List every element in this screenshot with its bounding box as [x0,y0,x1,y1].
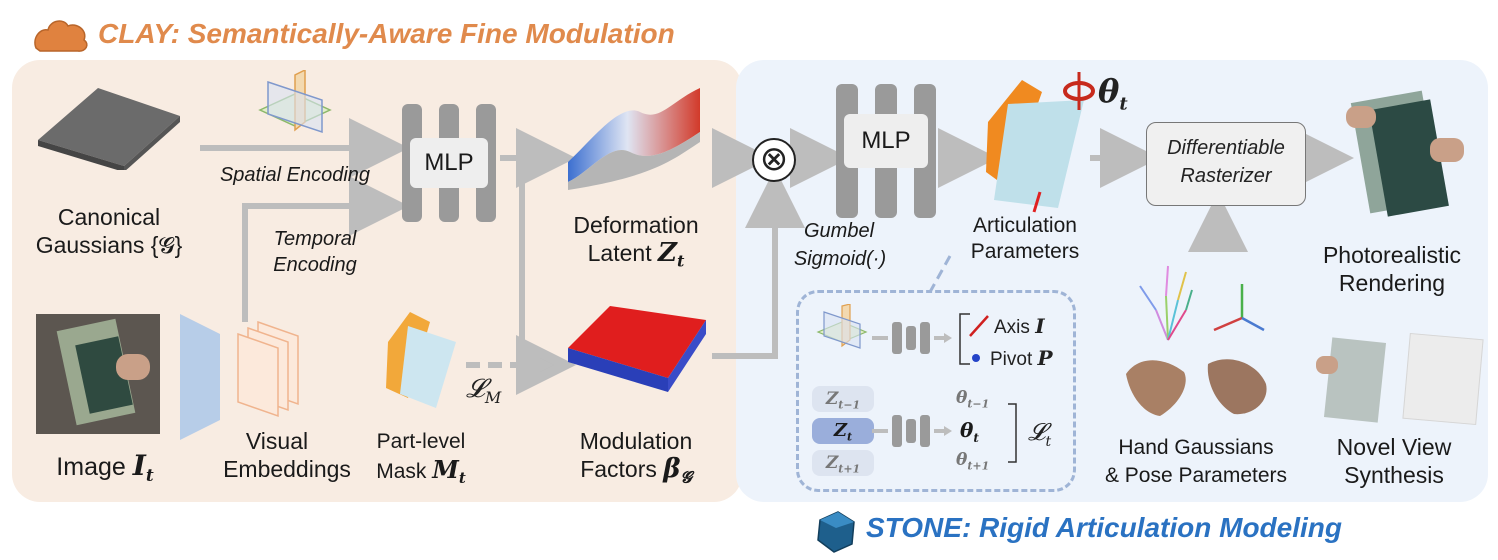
articulation-label-2: Parameters [970,240,1080,263]
stone-title: STONE: Rigid Articulation Modeling [866,512,1342,543]
loss-m-label: 𝓛M [466,374,502,408]
deformation-label-2: Latent Zt [587,238,685,271]
visual-embeddings-icon [237,320,299,418]
mlp-label-clay: MLP [410,138,488,188]
pivot-label: Pivot P [990,346,1053,370]
mlp-block-clay: MLP [402,104,496,222]
axis-label: Axis I [994,314,1045,338]
stone-logo-icon [817,511,855,553]
temporal-encoding-label-1: Temporal [273,228,357,250]
modulation-factors-image [568,306,706,392]
image-label: Image It [56,449,154,487]
novel-label-1: Novel View [1336,434,1452,460]
articulation-label-1: Articulation [973,214,1077,237]
hand-label-2: & Pose Parameters [1104,464,1288,487]
modulation-label-2: Factors β𝓖 [580,454,692,487]
loss-t-label: 𝓛t [1028,418,1052,450]
mask-label-1: Part-level [376,430,466,453]
inset-grid-icon [816,304,868,349]
inset-loss-bracket [1008,403,1017,463]
photorealistic-render-image [1346,82,1464,222]
spatial-grid-icon [258,70,332,134]
theta-next-label: θt+1 [956,450,990,473]
articulation-object-image [986,80,1084,213]
novel-label-2: Synthesis [1344,462,1444,488]
inset-mlp-2 [872,415,952,447]
visual-label-2: Embeddings [223,456,351,482]
z-next-token: Zt+1 [812,450,874,476]
spatial-encoding-label: Spatial Encoding [219,164,371,186]
part-mask-image [386,312,456,408]
novel-view-image-2 [1402,332,1484,426]
hand-skeleton-icon [1139,265,1265,341]
modulation-label-1: Modulation [579,428,693,454]
theta-t-label: θt [1098,72,1128,115]
pivot-dot-icon [972,354,980,362]
theta-current-label: θt [960,418,979,445]
hand-gaussians-image [1126,359,1267,416]
deformation-latent-image [568,88,700,190]
visual-label-1: Visual [245,428,309,454]
rasterizer-label-1: Differentiable [1167,137,1285,159]
mlp-block-stone: MLP [836,84,936,218]
gumbel-label-1: Gumbel [803,220,875,242]
image-encoder-icon [180,314,220,440]
input-image [36,314,160,434]
articulation-inset [796,290,1076,492]
z-current-token: Zt [812,418,874,444]
rasterizer-label-2: Rasterizer [1180,165,1272,187]
mlp-label-stone: MLP [844,114,928,168]
clay-title: CLAY: Semantically-Aware Fine Modulation [98,18,675,49]
canonical-label-1: Canonical [57,204,161,230]
mask-label-2: Mask Mt [376,455,466,488]
novel-view-image-1 [1316,336,1396,426]
rotation-arrow-icon [1063,72,1095,110]
inset-mlp-1 [872,322,952,354]
multiply-operator: ⊗ [752,138,796,182]
photo-label-2: Rendering [1338,270,1446,296]
axis-arrow-icon [969,315,989,337]
clay-logo-icon [34,20,88,52]
photo-label-1: Photorealistic [1322,242,1462,268]
rasterizer-box: Differentiable Rasterizer [1146,122,1306,206]
canonical-gaussians-image [38,88,180,170]
theta-prev-label: θt−1 [956,388,990,411]
temporal-encoding-label-2: Encoding [273,254,357,276]
z-prev-token: Zt−1 [812,386,874,412]
inset-bracket [959,313,970,365]
hand-label-1: Hand Gaussians [1118,436,1274,459]
deformation-label-1: Deformation [573,212,699,238]
gumbel-label-2: Sigmoid(·) [793,248,887,270]
canonical-label-2: Gaussians {𝓖} [35,232,183,258]
